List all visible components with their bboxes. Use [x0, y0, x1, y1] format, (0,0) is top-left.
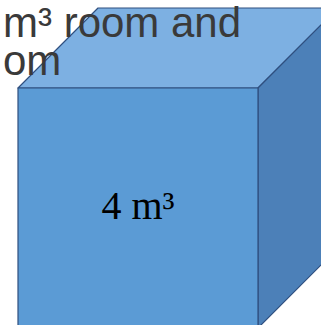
slide-text: om — [3, 40, 61, 82]
slide-text: m³ room and — [3, 2, 241, 44]
cube-outline — [18, 8, 321, 325]
cube-side-face — [258, 8, 321, 325]
volume-label: 4 m³ — [101, 184, 174, 228]
cube-front-face — [18, 88, 258, 325]
cube-shape: 4 m³ — [18, 8, 321, 325]
